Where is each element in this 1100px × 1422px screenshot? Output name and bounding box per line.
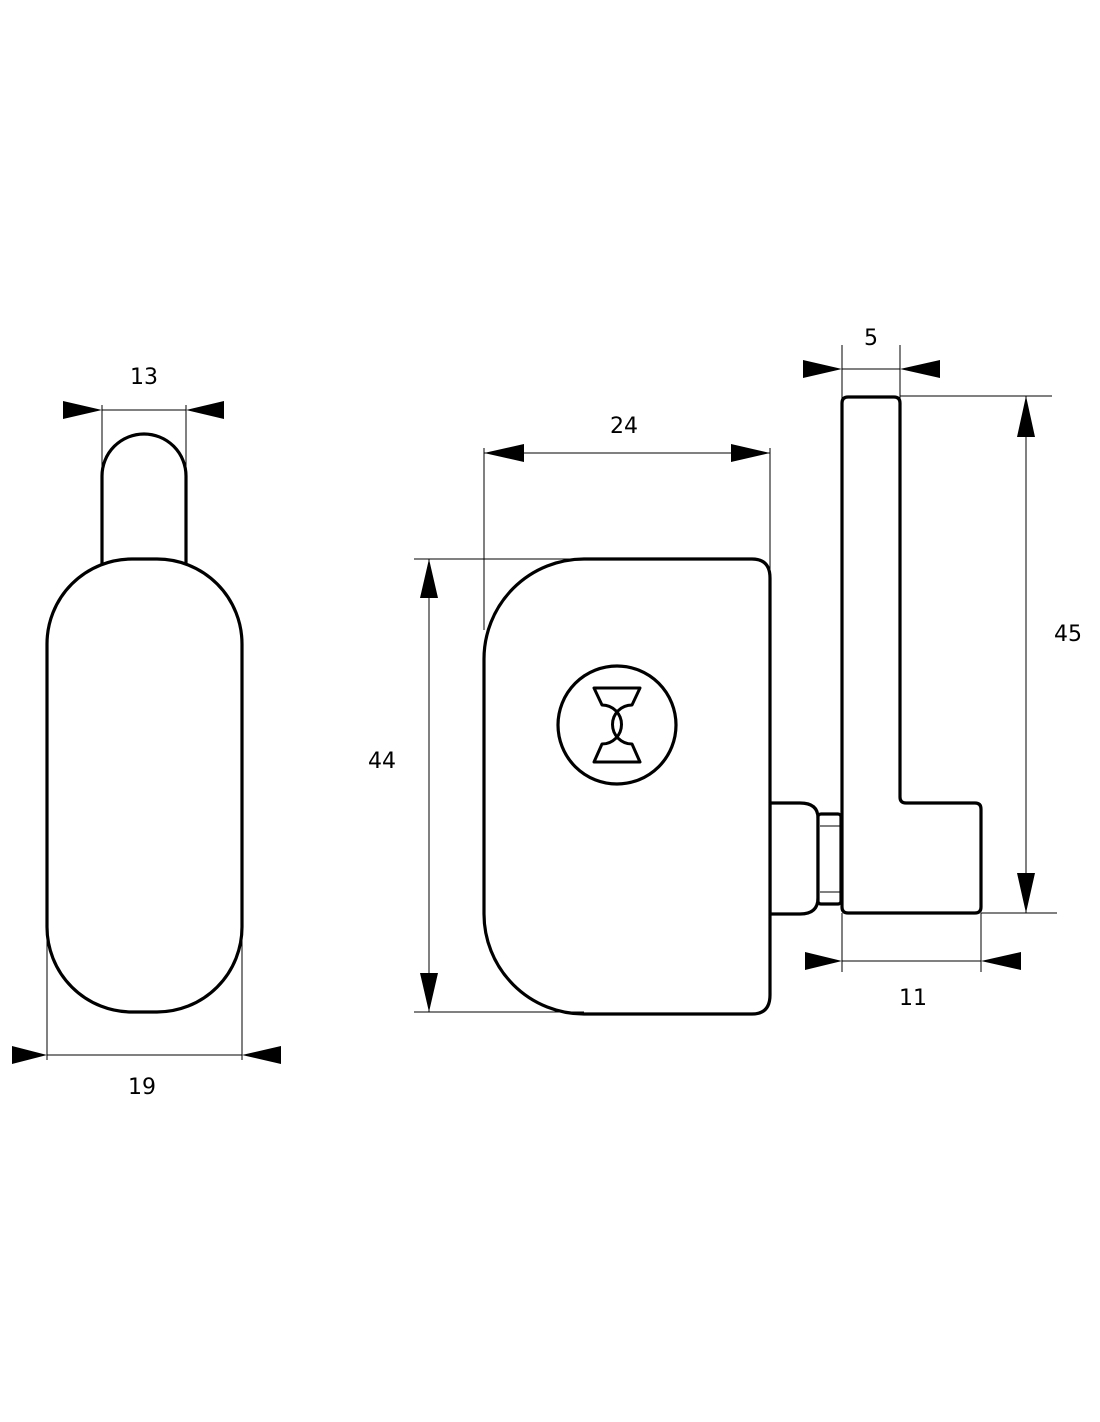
dimension-label-front-body-width: 19 <box>128 1075 156 1100</box>
dimension-arrow <box>420 973 438 1012</box>
dimension-arrow <box>731 444 770 462</box>
dimension-label-key-head-width: 5 <box>864 326 878 351</box>
side-view-axle <box>816 812 843 906</box>
dimension-arrow <box>420 559 438 598</box>
dimension-arrow <box>981 952 1021 970</box>
dimension-arrow <box>1017 873 1035 913</box>
front-view-stem <box>100 432 188 568</box>
dimension-arrow <box>1017 396 1035 437</box>
key-view: 5 45 11 <box>803 326 1082 1011</box>
side-view-body <box>482 557 772 1016</box>
dimension-arrow <box>63 401 102 419</box>
keyhole-icon <box>592 686 642 764</box>
side-view: 24 44 <box>368 414 843 1016</box>
dimension-arrow <box>242 1046 281 1064</box>
dimension-label-side-body-height: 44 <box>368 749 396 774</box>
dimension-label-key-height: 45 <box>1054 622 1082 647</box>
dimension-arrow <box>12 1046 47 1064</box>
dimension-label-front-stem-width: 13 <box>130 365 158 390</box>
side-view-collar <box>768 801 820 916</box>
key-outline <box>840 395 983 915</box>
dimension-arrow <box>803 360 842 378</box>
dimension-arrow <box>900 360 940 378</box>
dimension-arrow <box>805 952 842 970</box>
dimension-arrow <box>186 401 224 419</box>
front-view: 13 19 <box>12 365 281 1100</box>
dimension-label-side-body-width: 24 <box>610 414 638 439</box>
dimension-label-key-foot-width: 11 <box>899 986 927 1011</box>
dimension-arrow <box>484 444 524 462</box>
front-view-body <box>45 557 244 1014</box>
